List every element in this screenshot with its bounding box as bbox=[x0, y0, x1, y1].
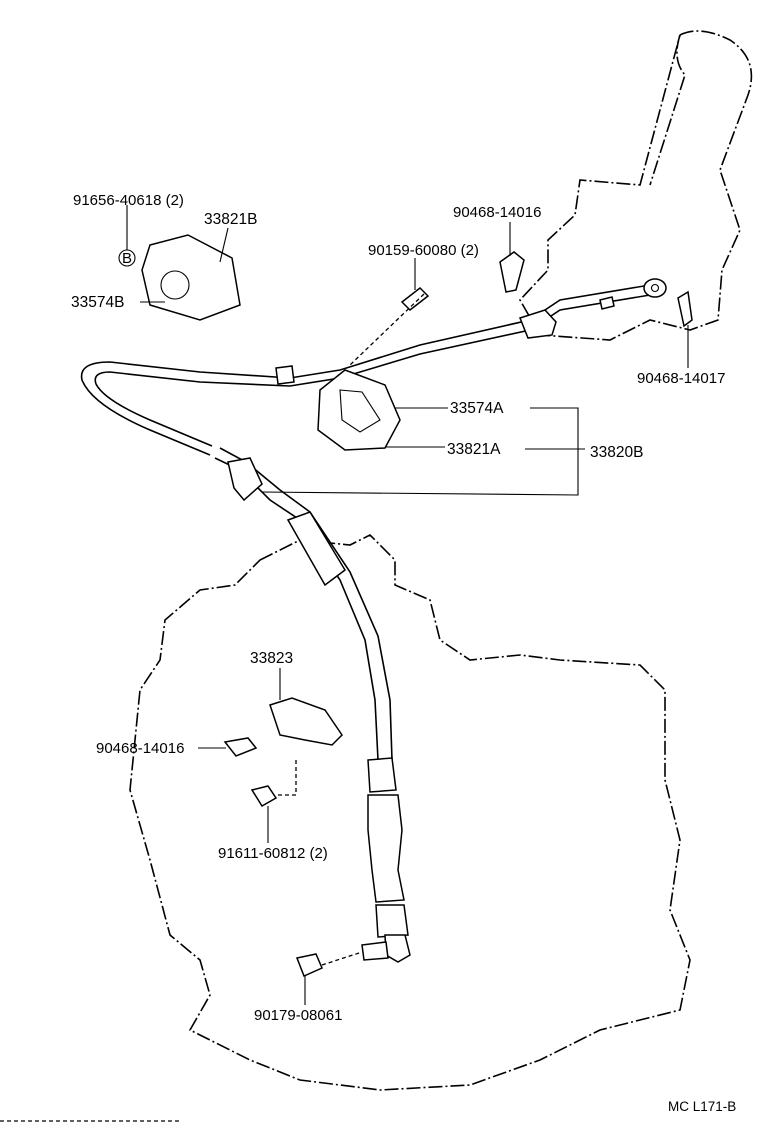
leader-33821B bbox=[219, 227, 229, 263]
shift-lever-housing-outline bbox=[519, 30, 753, 341]
leader-33574A-right bbox=[261, 407, 579, 496]
bolt-bracket bbox=[250, 785, 278, 808]
transmission-case-outline bbox=[129, 534, 691, 1091]
part-label-90468-upper: 90468-14016 bbox=[453, 204, 541, 221]
nut-lower bbox=[295, 953, 323, 978]
part-label-33574A: 33574A bbox=[450, 400, 504, 417]
shift-cable-upper-inner bbox=[94, 294, 651, 447]
part-label-90468-lower: 90468-14016 bbox=[96, 740, 184, 757]
bracket-assembly-a-inner bbox=[339, 389, 381, 433]
bolt-upper bbox=[400, 287, 430, 311]
cable-end-eye bbox=[384, 934, 411, 963]
cable-collar-mid bbox=[275, 365, 295, 385]
bracket-assembly-b-hole bbox=[160, 270, 190, 300]
cable-grommet bbox=[286, 511, 346, 587]
cable-rod-eye bbox=[643, 278, 667, 298]
cable-end-sleeve bbox=[227, 457, 263, 502]
part-label-33820B: 33820B bbox=[590, 444, 643, 461]
part-label-33823: 33823 bbox=[250, 650, 293, 667]
part-label-33821A: 33821A bbox=[447, 441, 501, 458]
cable-bracket bbox=[269, 697, 343, 746]
nut-lower-dash bbox=[321, 951, 363, 966]
clip-lower bbox=[223, 737, 258, 757]
bolt-upper-dash bbox=[349, 293, 425, 366]
cable-end-collar bbox=[375, 904, 409, 938]
cable-collar-upper bbox=[599, 296, 615, 310]
cable-boot bbox=[367, 757, 397, 793]
part-label-91611: 91611-60812 (2) bbox=[218, 845, 328, 862]
shift-knob-outline bbox=[649, 34, 686, 186]
cable-end-pin bbox=[361, 941, 389, 961]
cable-bellows bbox=[367, 794, 405, 903]
clip-right bbox=[677, 290, 693, 328]
cable-rod-eye-hole bbox=[650, 283, 660, 293]
part-label-91656: 91656-40618 (2) bbox=[73, 192, 184, 209]
part-label-33574B: 33574B bbox=[71, 294, 124, 311]
clip-upper bbox=[499, 251, 525, 293]
part-label-33821B: 33821B bbox=[204, 211, 257, 228]
footer-code: MC L171-B bbox=[668, 1099, 736, 1114]
bolt-bracket-dash bbox=[278, 760, 297, 796]
part-label-90159: 90159-60080 (2) bbox=[368, 242, 479, 259]
bracket-assembly-b bbox=[141, 234, 241, 321]
cable-sleeve-upper bbox=[519, 309, 557, 339]
callout-letter: B bbox=[122, 250, 132, 267]
part-label-90468-right: 90468-14017 bbox=[637, 370, 725, 387]
bracket-assembly-a bbox=[317, 369, 401, 451]
part-label-90179: 90179-08061 bbox=[254, 1007, 342, 1024]
